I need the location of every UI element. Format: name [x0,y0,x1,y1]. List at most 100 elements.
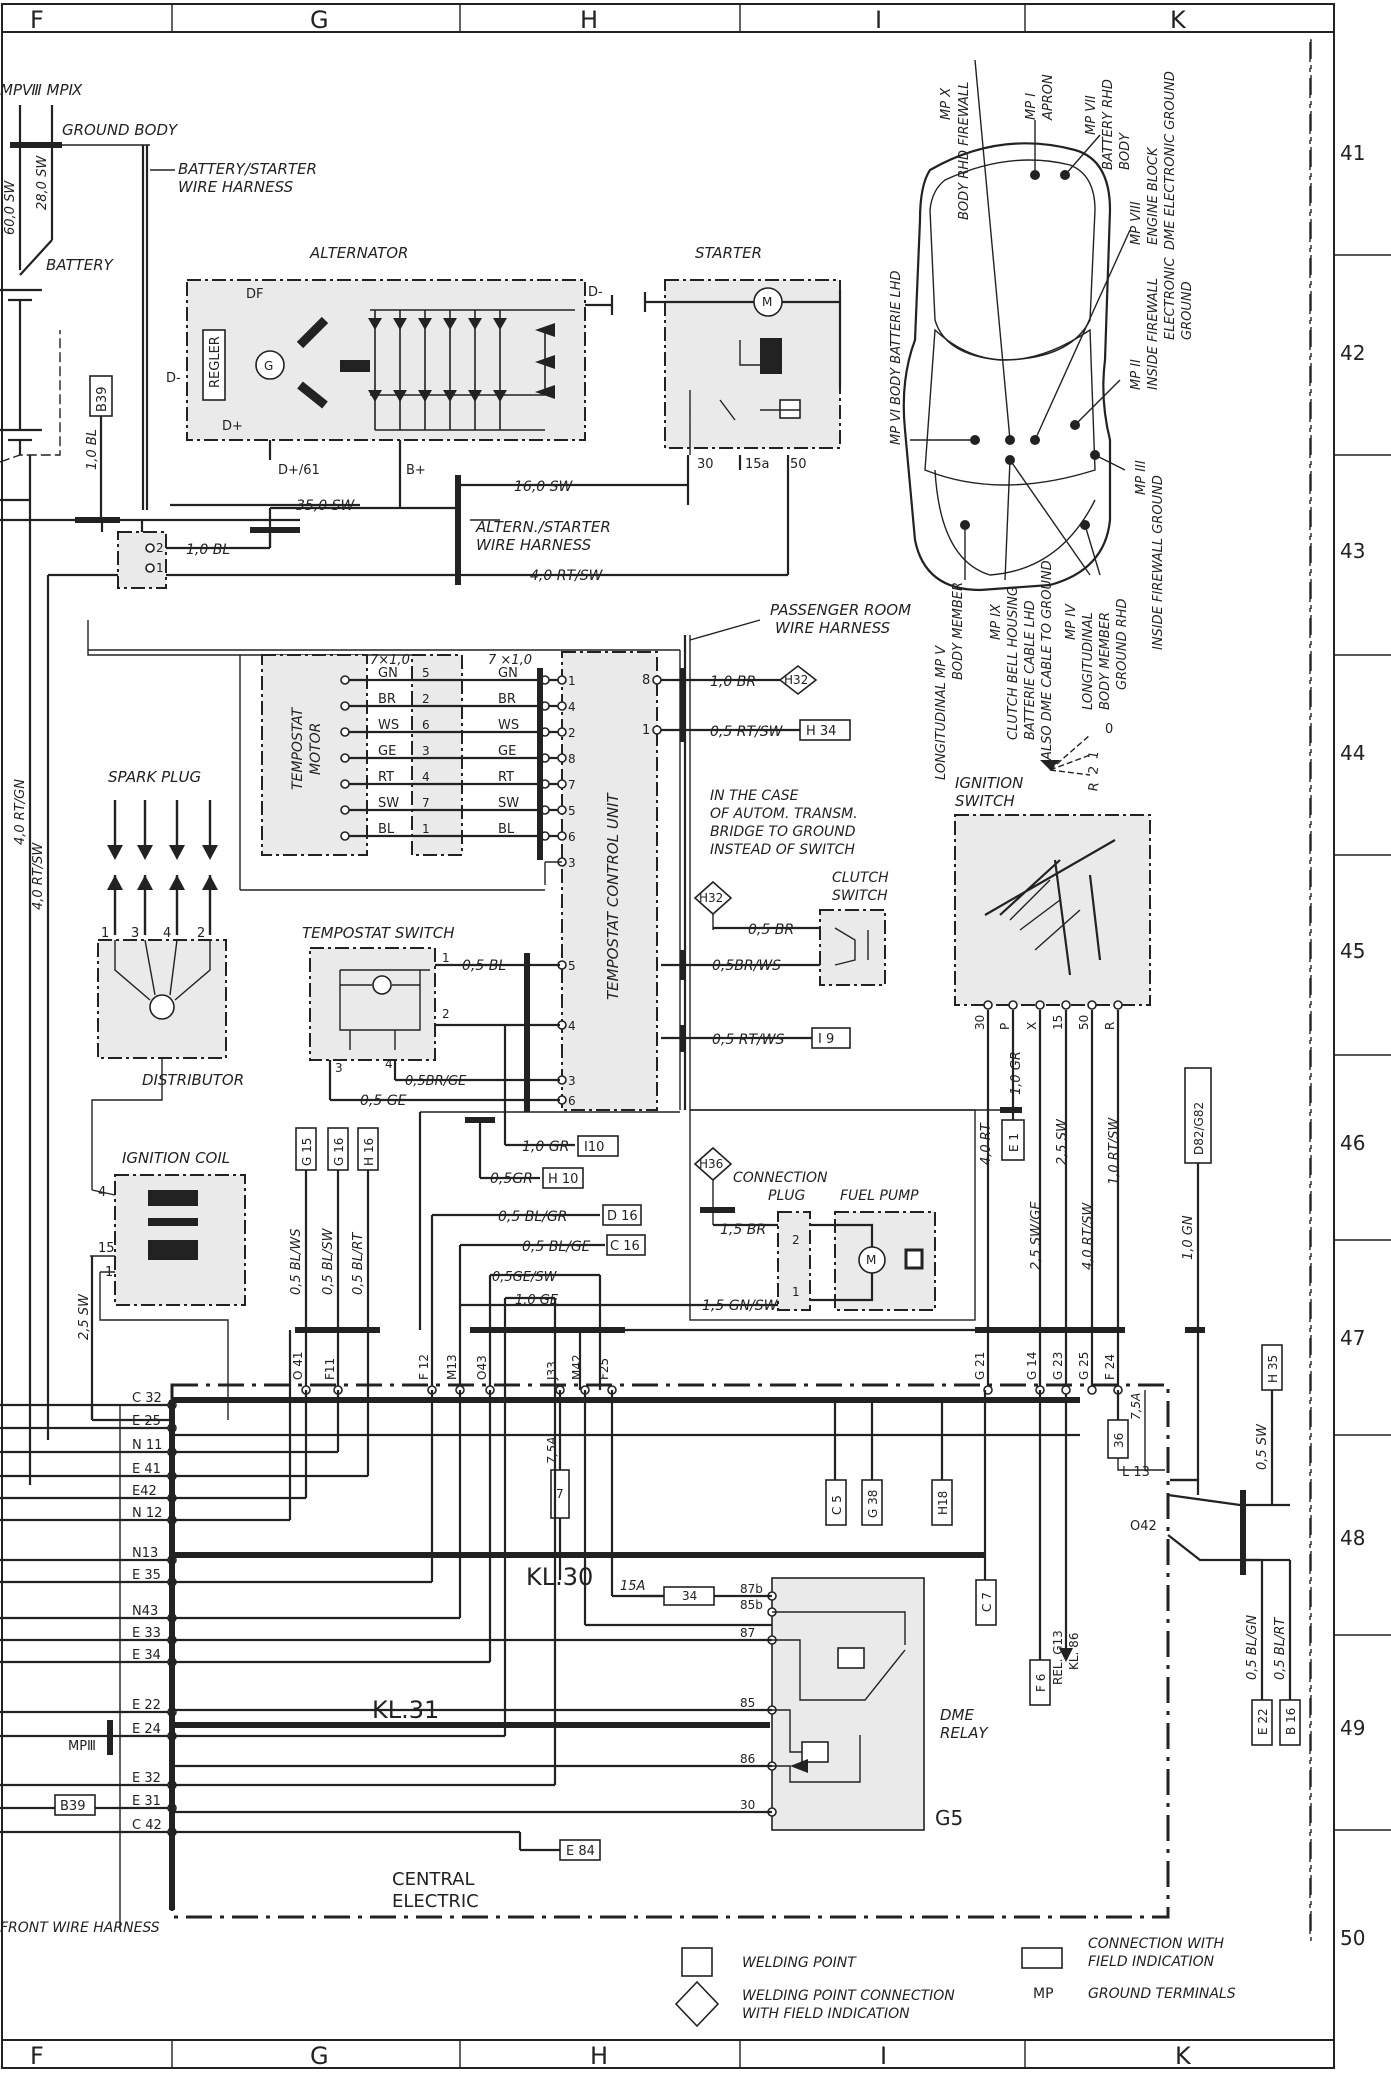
motor-color-left-1: BR [378,692,396,707]
car-mp2-b: INSIDE FIREWALL [1146,278,1161,390]
ign-terminal-1: P [998,1023,1012,1030]
passenger-harness-label-2: WIRE HARNESS [775,619,891,637]
central-left-pin-6: N13 [132,1546,158,1561]
dme-pin-4: 86 [740,1752,755,1766]
legend-mp: MP [1033,1986,1054,2002]
legend-welding-conn-1: WELDING POINT CONNECTION [742,1988,955,2004]
central-electric-label-1: CENTRAL [392,1869,475,1890]
central-left-pin-3: E 41 [132,1462,161,1477]
central-left-pin-1: E 25 [132,1414,161,1429]
motor-color-left-4: RT [378,770,394,785]
i-rtsw1-label: 1,0 RT/SW [1107,1117,1122,1185]
connector-block-left [117,531,167,589]
connection-plug-label-2: PLUG [768,1188,805,1204]
central-left-pin-11: E 22 [132,1698,161,1713]
tag-f6-text: F 6 [1034,1674,1048,1692]
k-blrt-label: 0,5 BL/RT [1273,1617,1288,1680]
car-ground-map: MP I APRON MP X BODY RHD FIREWALL MP VII… [889,59,1195,780]
bus-label-4: O43 [475,1355,489,1380]
bus-label-11: G 25 [1077,1352,1091,1380]
tcu-pin-lower-0: 5 [568,959,576,973]
i-gr-label: 1,0 GR [1009,1051,1024,1095]
tc-rtsw-label: 0,5 RT/SW [710,724,784,740]
clutch-switch-label-2: SWITCH [832,888,888,904]
col-label-i-top: I [875,6,882,34]
col-label-k-top: K [1170,6,1187,34]
tempostat-control-unit-box [561,651,658,1111]
tag-h32-top-text: H32 [784,673,808,687]
central-left-pin-2: N 11 [132,1438,162,1453]
car-mp8-c: DME ELECTRONIC GROUND [1163,71,1178,250]
legend: WELDING POINT WELDING POINT CONNECTION W… [674,1936,1236,2028]
tag-c16 [606,1234,646,1256]
tempostat-control-unit-label: TEMPOSTAT CONTROL UNIT [604,792,622,1000]
grid-frame: F G H I K F G H I K 41 42 43 44 45 46 47… [1,3,1391,2070]
central-left-pin-4: E42 [132,1484,157,1499]
svg-text:4: 4 [385,1057,393,1071]
fuse-34-text: 34 [682,1589,697,1603]
motor-mid-pin-3: 3 [422,744,430,758]
autom-transm-note-4: INSTEAD OF SWITCH [710,842,855,858]
dme-relay-box [771,1577,925,1831]
central-left-pin-0: C 32 [132,1391,162,1406]
tcu-pin-4: 7 [568,778,576,792]
tcu-pin-lower-1: 4 [568,1019,576,1033]
fp-br-label: 1,5 BR [720,1222,766,1238]
row-label-44: 44 [1340,741,1365,765]
i-rt-label: 4,0 RT [979,1122,994,1165]
clutch-brws-label: 0,5BR/WS [712,958,781,974]
tcu-pin-0: 1 [568,674,576,688]
ts-bl-label: 0,5 BL [462,958,506,974]
ignition-switch-label-1: IGNITION [955,774,1023,792]
legend-conn-field-2: FIELD INDICATION [1088,1954,1215,1970]
alternator-box [186,279,586,441]
ign-pos-r: R [1086,781,1102,793]
tcu-pin-lower-2: 3 [568,1074,576,1088]
tag-d82-text: D82/G82 [1192,1102,1206,1155]
col-label-k-bottom: K [1175,2042,1192,2070]
tag-f6 [1029,1659,1051,1706]
motor-mid-pin-1: 2 [422,692,430,706]
car-mp2-d: GROUND [1180,281,1195,340]
dme-pin-2: 87 [740,1626,755,1640]
bus-label-10: G 23 [1051,1352,1065,1380]
ignition-switch-box [954,814,1151,1006]
svg-text:2: 2 [792,1233,800,1247]
tag-h32-mid-text: H32 [699,891,723,905]
starter-label: STARTER [695,244,762,262]
tag-i10-text: I10 [584,1140,604,1155]
bus-label-5: J33 [545,1361,559,1381]
legend-ground-terminals: GROUND TERMINALS [1088,1986,1236,2002]
battery-starter-harness-label-1: BATTERY/STARTER [178,160,317,178]
dme-pin-3: 85 [740,1696,755,1710]
h-blgr-label: 0,5 BL/GR [498,1209,567,1225]
motor-mid-pin-6: 1 [422,822,430,836]
tag-c7 [975,1579,997,1626]
distributor-label: DISTRIBUTOR [142,1071,244,1089]
car-mp8-b: ENGINE BLOCK [1146,146,1161,245]
motor-size-2: 7 ×1,0 [488,653,532,668]
row-label-49: 49 [1340,1716,1365,1740]
col-label-g-bottom: G [310,2042,329,2070]
central-left-pin-9: E 33 [132,1626,161,1641]
tag-c5-text: C 5 [830,1495,844,1515]
connection-plug-box [777,1211,811,1311]
starter: STARTER M 30 15a 50 16,0 SW 4,0 RT/SW AL… [455,244,842,585]
tag-b16 [1279,1699,1301,1746]
svg-text:G: G [264,359,273,373]
legend-welding-point: WELDING POINT [742,1955,857,1971]
tempostat-motor-label-1: TEMPOSTAT [290,706,306,790]
bat-28-label: 28,0 SW [35,155,50,210]
row-label-45: 45 [1340,939,1365,963]
col-label-h-bottom: H [590,2042,608,2070]
tag-g38 [861,1479,883,1526]
motor-color-right-0: GN [498,666,518,681]
car-mp5-a: LONGITUDINAL MP V [934,645,949,780]
svg-text:1: 1 [792,1285,800,1299]
car-mp9-a: MP IX [989,603,1004,640]
h-ge-label: 1,0 GE [515,1293,559,1308]
rtsw-left-label: 4,0 RT/SW [31,842,46,910]
motor-color-right-1: BR [498,692,516,707]
